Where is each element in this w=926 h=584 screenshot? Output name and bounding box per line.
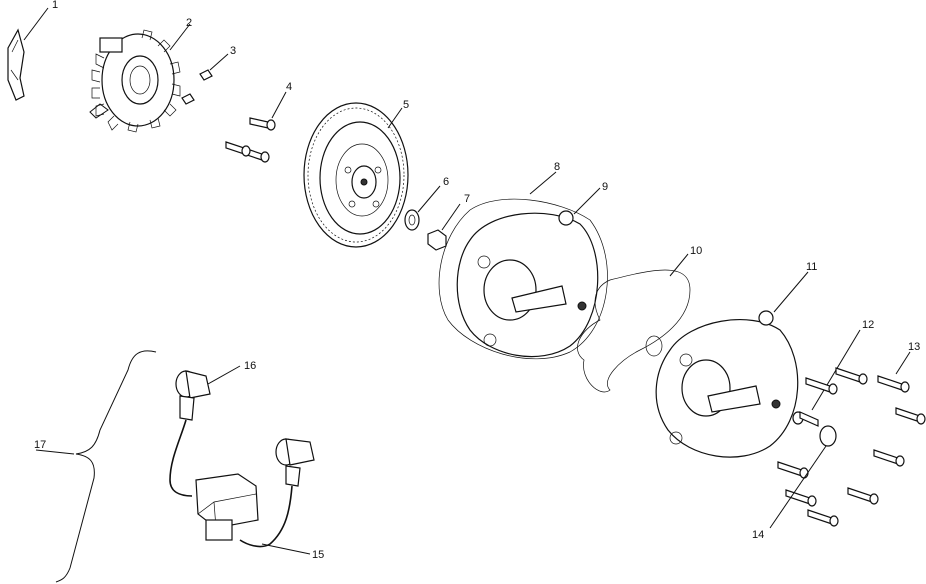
part-washer — [404, 185, 441, 231]
callout-14: 14 — [752, 529, 764, 541]
part-cover-gasket — [438, 171, 608, 360]
part-outer-cover — [655, 271, 809, 458]
part-gasket — [577, 253, 691, 393]
callout-4: 4 — [286, 81, 292, 93]
part-stator — [89, 23, 191, 133]
part-bolts-13 — [805, 351, 926, 425]
callout-12: 12 — [862, 319, 874, 331]
part-ignition-assembly — [169, 365, 315, 555]
callout-13: 13 — [908, 341, 920, 353]
callout-1: 1 — [52, 0, 58, 11]
part-inner-cover — [456, 187, 601, 358]
callout-16: 16 — [244, 360, 256, 372]
part-flywheel — [303, 102, 409, 248]
callout-8: 8 — [554, 161, 560, 173]
callout-3: 3 — [230, 45, 236, 57]
part-17-brace — [35, 350, 157, 583]
callout-10: 10 — [690, 245, 702, 257]
callout-9: 9 — [602, 181, 608, 193]
part-bolts — [225, 91, 287, 163]
callout-17: 17 — [34, 439, 46, 451]
part-bracket — [7, 7, 49, 101]
callout-labels: 1 2 3 4 5 6 7 8 9 10 11 12 13 14 15 16 1… — [34, 0, 920, 561]
callout-11: 11 — [806, 261, 817, 273]
callout-6: 6 — [443, 176, 449, 188]
part-bolts-14 — [769, 425, 905, 529]
callout-5: 5 — [403, 99, 409, 111]
part-screws-small — [181, 53, 229, 105]
part-nut — [427, 203, 461, 251]
callout-7: 7 — [464, 193, 470, 205]
callout-2: 2 — [186, 17, 192, 29]
callout-15: 15 — [312, 549, 324, 561]
